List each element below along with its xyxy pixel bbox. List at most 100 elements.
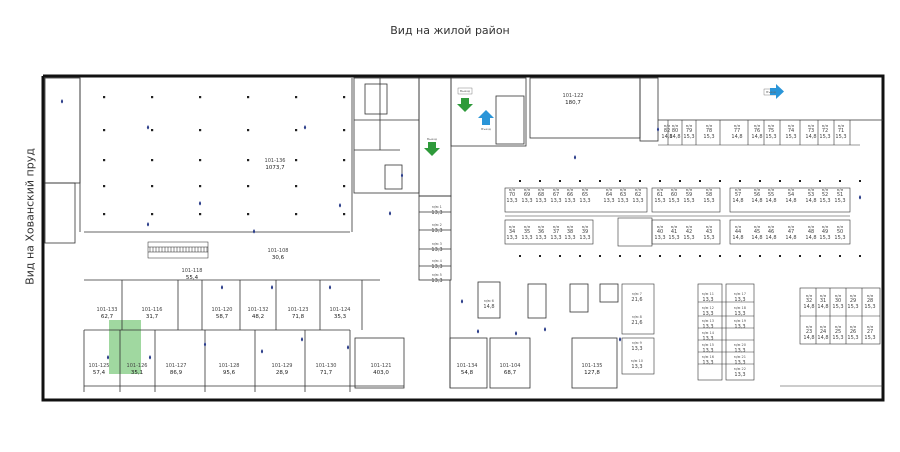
column — [759, 180, 761, 182]
column — [539, 180, 541, 182]
parking-area: 15,3 — [834, 235, 845, 241]
parking-number: 41 — [671, 229, 677, 235]
parking-mm-prefix: м/м — [582, 225, 589, 229]
parking-number: 64 — [606, 192, 612, 198]
unit-id: 101-108 — [268, 248, 289, 254]
parking-mm-prefix: м/м — [553, 225, 560, 229]
parking-number: 75 — [768, 128, 774, 134]
parking-number: 39 — [582, 229, 588, 235]
unit-id: 101-104 — [500, 363, 521, 369]
parking-area: 13,3 — [550, 235, 561, 241]
parking-slot-area: 13,3 — [431, 278, 442, 284]
water-drop-icon — [198, 201, 202, 206]
parking-slot-label: м/м 4 — [432, 259, 443, 263]
parking-number: 78 — [706, 128, 712, 134]
parking-slot-label: м/м 19 — [734, 319, 746, 323]
column — [103, 96, 106, 99]
parking-slot-area: 13,3 — [702, 360, 713, 366]
highlighted-unit[interactable] — [109, 320, 141, 374]
interior-walls — [44, 77, 883, 392]
parking-area: 13,3 — [579, 235, 590, 241]
unit-id: 101-121 — [371, 363, 392, 369]
parking-number: 25 — [835, 329, 841, 335]
parking-mm-prefix: м/м — [850, 325, 857, 329]
parking-mm-prefix: м/м — [671, 225, 678, 229]
water-drop-icon — [656, 127, 660, 132]
water-drop-icon — [252, 229, 256, 234]
unit-id: 101-126 — [127, 363, 148, 369]
unit-area: 86,9 — [170, 370, 183, 376]
parking-mm-prefix: м/м — [686, 188, 693, 192]
column — [199, 213, 202, 216]
unit-id: 101-130 — [316, 363, 337, 369]
unit-area: 48,2 — [252, 314, 264, 320]
parking-slot-label: м/м 16 — [702, 355, 714, 359]
parking-mm-prefix: м/м — [606, 188, 613, 192]
parking-mm-prefix: м/м — [808, 225, 815, 229]
parking-number: 24 — [820, 329, 826, 335]
parking-number: 42 — [686, 229, 692, 235]
column — [799, 255, 801, 257]
column — [559, 255, 561, 257]
water-drop-icon — [388, 211, 392, 216]
column — [699, 180, 701, 182]
parking-number: 61 — [657, 192, 663, 198]
unit-area: 30,6 — [272, 255, 285, 261]
parking-area: 13,3 — [617, 198, 628, 204]
parking-mm-prefix: м/м — [835, 325, 842, 329]
parking-area: 14,8 — [732, 198, 743, 204]
parking-area: 15,3 — [703, 134, 714, 140]
column — [799, 180, 801, 182]
parking-slot-label: м/м 8 — [632, 315, 642, 319]
parking-number: 73 — [808, 128, 814, 134]
parking-slot-label: м/м 13 — [702, 319, 714, 323]
column — [343, 129, 346, 132]
parking-number: 43 — [706, 229, 712, 235]
unit-area: 71,7 — [320, 370, 333, 376]
parking-slot-label: м/м 15 — [702, 343, 714, 347]
unit-id: 101-133 — [97, 307, 118, 313]
column — [539, 255, 541, 257]
parking-mm-prefix: м/м — [788, 188, 795, 192]
parking-mm-prefix: м/м — [822, 188, 829, 192]
parking-area: 13,3 — [506, 198, 517, 204]
parking-number: 67 — [553, 192, 559, 198]
parking-slot-area: 13,3 — [702, 311, 713, 317]
parking-number: 79 — [686, 128, 692, 134]
unit-id: 101-120 — [212, 307, 233, 313]
column — [295, 96, 298, 99]
parking-area: 15,3 — [864, 304, 875, 310]
parking-slot-area: 14,8 — [483, 304, 494, 310]
parking-number: 60 — [671, 192, 677, 198]
water-drop-icon — [146, 222, 150, 227]
parking-slot-label: м/м 7 — [632, 292, 642, 296]
unit-area: 55,4 — [186, 275, 199, 281]
unit-area: 95,6 — [223, 370, 236, 376]
parking-mm-prefix: м/м — [524, 225, 531, 229]
parking-number: 35 — [524, 229, 530, 235]
column — [247, 96, 250, 99]
unit-labels: 101-1361073,7101-10830,6101-11855,4101-1… — [89, 93, 603, 376]
parking-area: 14,8 — [803, 304, 814, 310]
water-drop-icons — [60, 99, 862, 360]
column — [151, 213, 154, 216]
parking-mm-prefix: м/м — [837, 188, 844, 192]
parking-number: 30 — [835, 298, 841, 304]
parking-mm-prefix: м/м — [664, 124, 671, 128]
parking-slot-area: 21,6 — [631, 320, 642, 326]
column — [599, 180, 601, 182]
parking-number: 66 — [567, 192, 573, 198]
parking-area: 15,3 — [683, 235, 694, 241]
parking-number: 45 — [754, 229, 760, 235]
parking-area: 14,8 — [805, 235, 816, 241]
parking-area: 15,3 — [819, 134, 830, 140]
parking-mm-prefix: м/м — [734, 124, 741, 128]
water-drop-icon — [858, 195, 862, 200]
parking-area: 13,3 — [632, 198, 643, 204]
parking-mm-prefix: м/м — [808, 188, 815, 192]
parking-mm-prefix: м/м — [820, 294, 827, 298]
parking-area: 13,3 — [521, 235, 532, 241]
parking-area: 14,8 — [765, 198, 776, 204]
parking-area: 14,8 — [751, 198, 762, 204]
parking-area: 14,8 — [785, 235, 796, 241]
